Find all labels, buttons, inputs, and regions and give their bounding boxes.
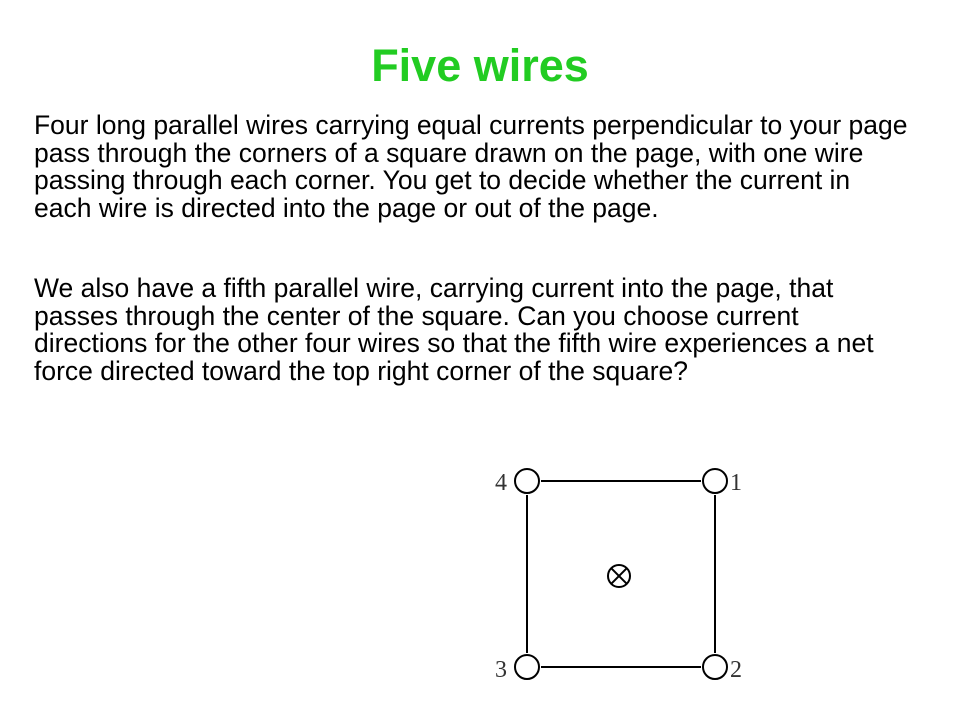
paragraph-2: We also have a fifth parallel wire, carr… (34, 273, 874, 386)
wire-label-top-left: 4 (495, 470, 507, 496)
wire-label-bottom-left: 3 (495, 657, 507, 683)
wire-label-bottom-right: 2 (730, 657, 742, 683)
paragraph-1: Four long parallel wires carrying equal … (34, 110, 908, 223)
wire-circle-bottom-right (702, 654, 728, 680)
wire-circle-bottom-left (514, 654, 540, 680)
slide-title: Five wires (371, 40, 589, 91)
center-wire-into-page-icon (607, 564, 631, 588)
slide-body: Four long parallel wires carrying equal … (34, 110, 914, 386)
wire-label-top-right: 1 (730, 470, 742, 496)
wire-circle-top-left (514, 468, 540, 494)
wire-square-diagram: 4 1 3 2 (495, 468, 742, 683)
wire-circle-top-right (702, 468, 728, 494)
